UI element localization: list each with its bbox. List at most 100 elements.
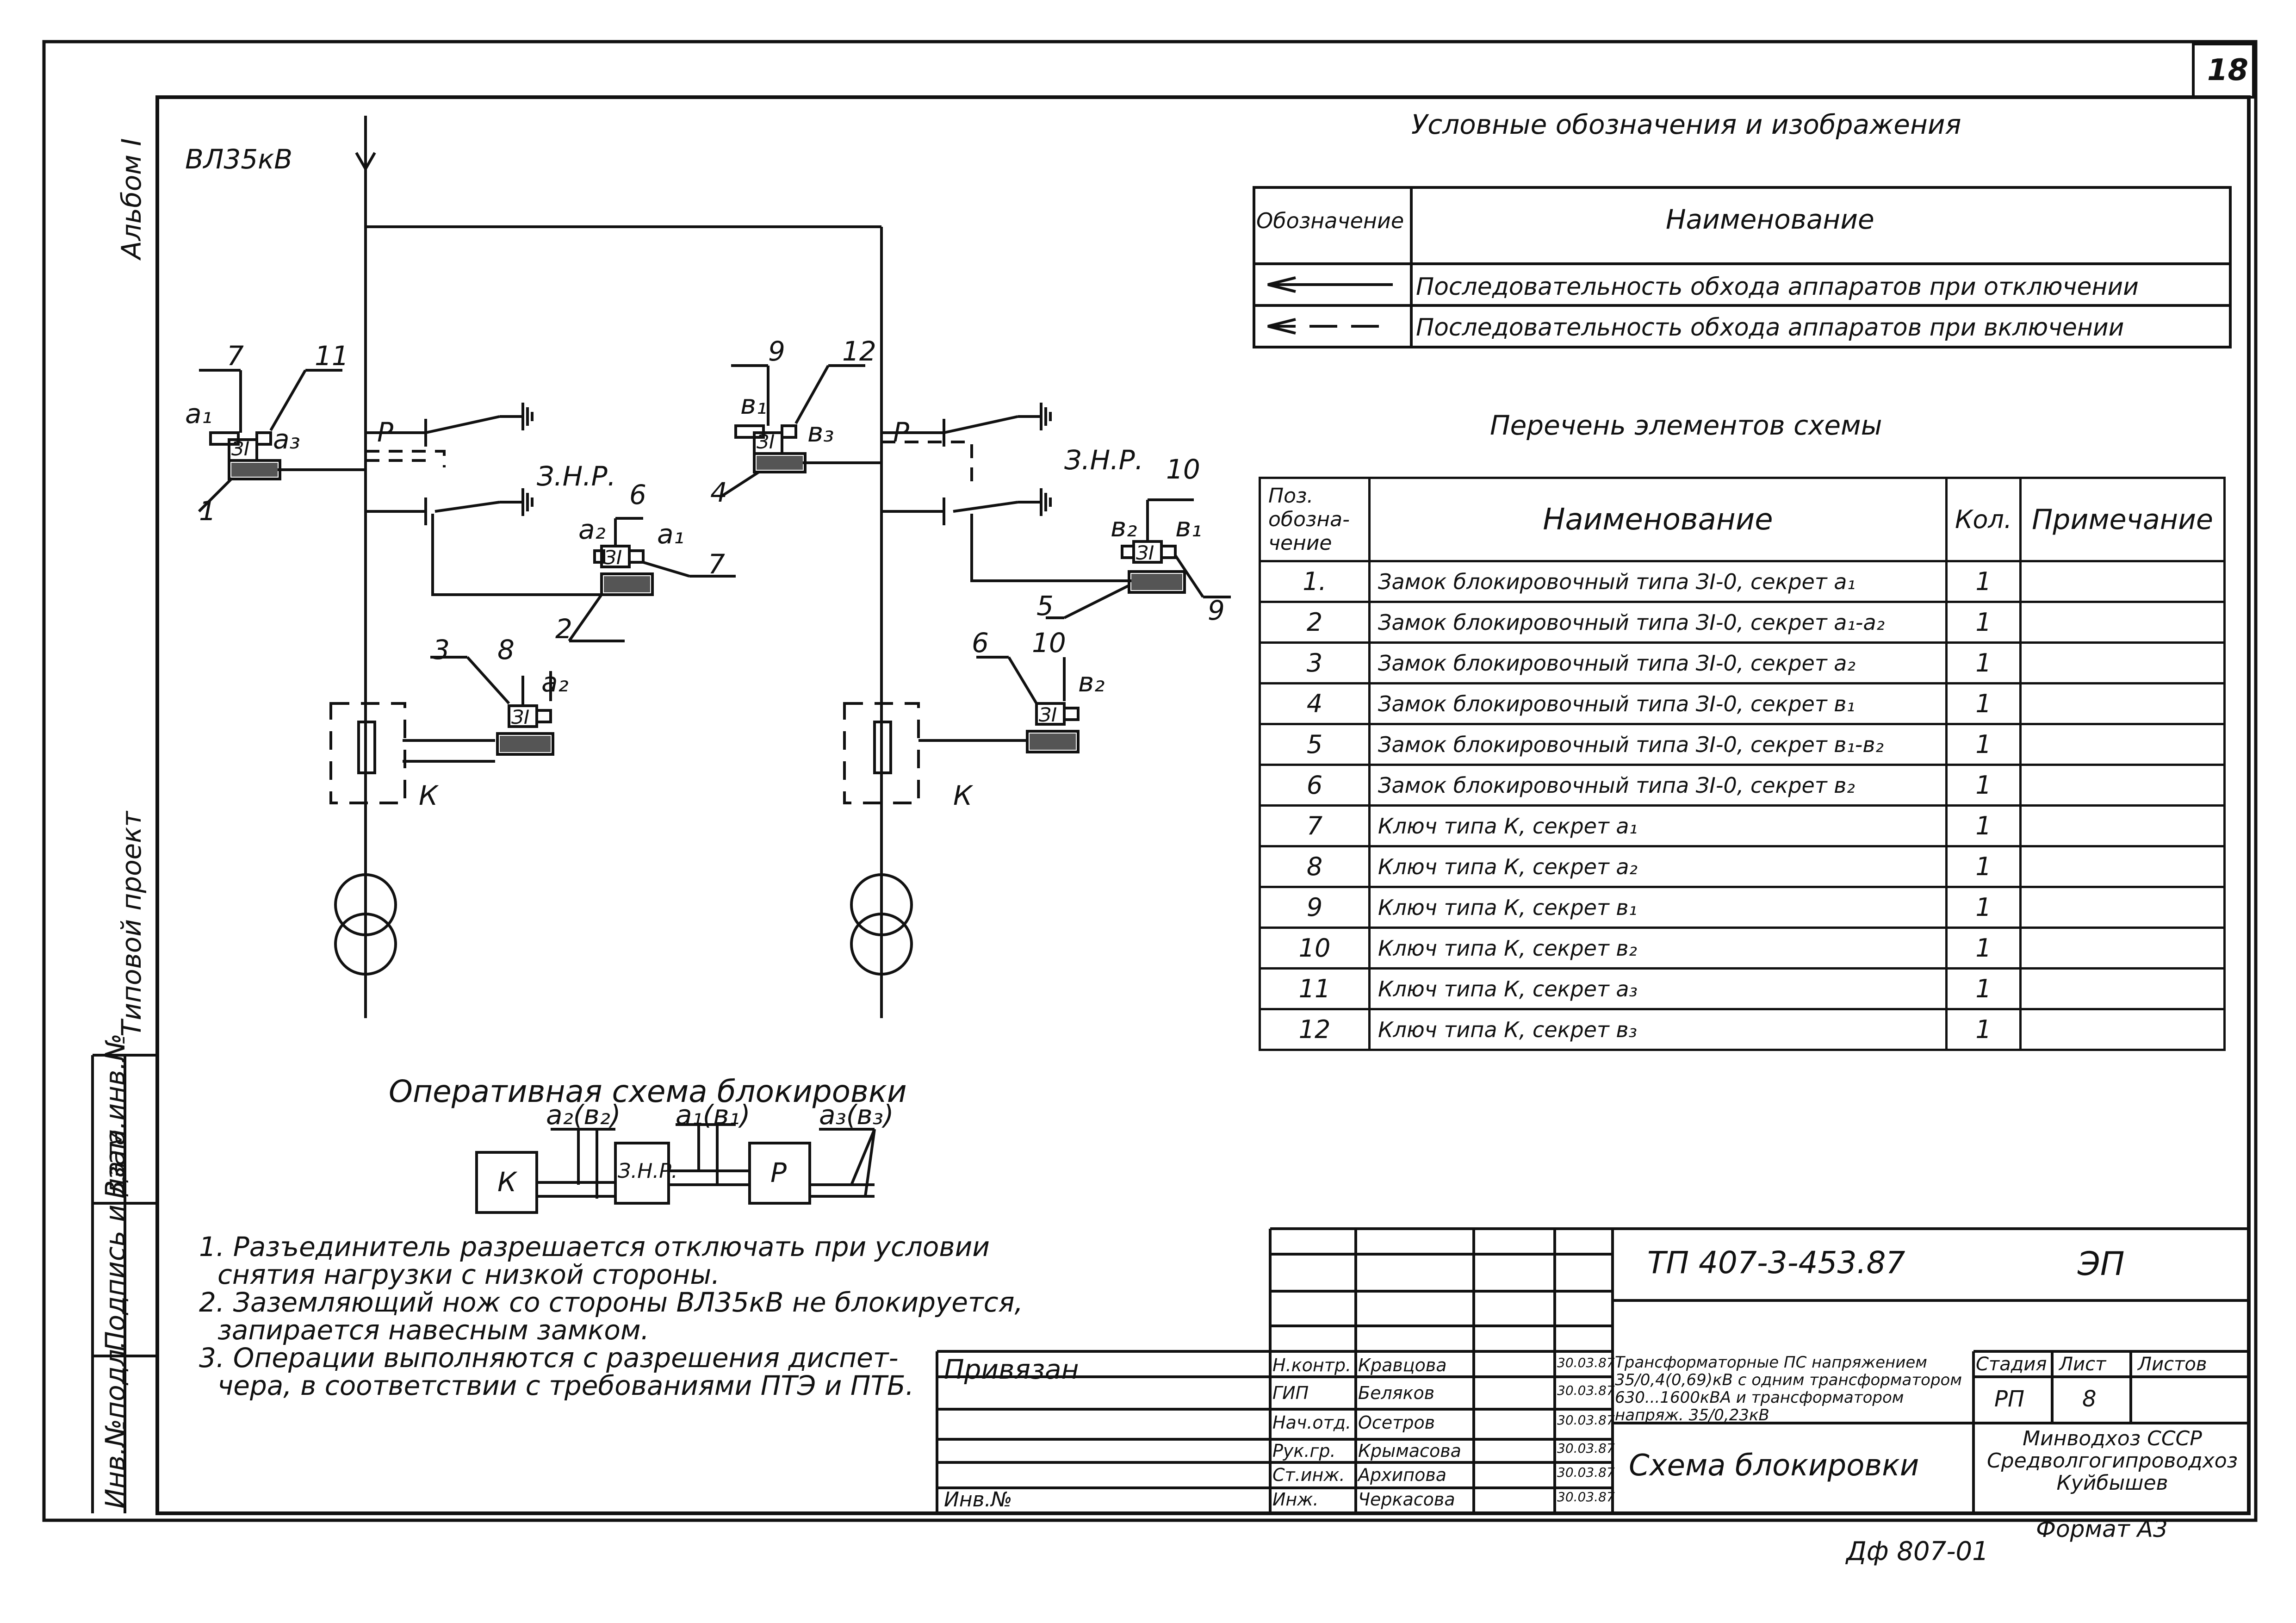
stage-header: Стадия — [1976, 1354, 2047, 1375]
cell-pos: 1. — [1259, 560, 1371, 603]
note-1b: снятия нагрузки с низкой стороны. — [217, 1259, 720, 1290]
doc-mark: ЭП — [2078, 1245, 2125, 1283]
operative-title: Оперативная схема блокировки — [389, 1074, 907, 1109]
right-callout-10b: 10 — [1032, 627, 1066, 659]
cell-pos: 11 — [1259, 967, 1371, 1010]
right-key-b1: в₁ — [740, 389, 767, 420]
right-key-b1-mid: в₁ — [1175, 511, 1202, 543]
cell-note — [2019, 723, 2226, 766]
left-key-a3: a₃ — [273, 423, 300, 455]
inner-frame — [155, 95, 2251, 1515]
cell-note — [2019, 845, 2226, 888]
left-callout-8: 8 — [497, 634, 515, 665]
line-label: ВЛ35кВ — [185, 143, 293, 175]
cell-note — [2019, 804, 2226, 847]
note-1a: 1. Разъединитель разрешается отключать п… — [199, 1231, 990, 1262]
cell-qty: 1 — [1945, 682, 2022, 725]
sheet-value: 8 — [2082, 1386, 2097, 1412]
cell-qty: 1 — [1945, 723, 2022, 766]
right-callout-9: 9 — [768, 336, 785, 367]
left-callout-7b: 7 — [708, 548, 725, 580]
cell-note — [2019, 927, 2226, 970]
operative-box-p: Р — [770, 1157, 787, 1188]
col-name: Наименование — [1368, 477, 1948, 562]
note-2b: запирается навесным замком. — [217, 1314, 650, 1346]
elements-title: Перечень элементов схемы — [1490, 410, 1882, 441]
inv-no-label: Инв.№ — [944, 1488, 1012, 1511]
left-callout-7: 7 — [227, 340, 244, 372]
right-callout-5: 5 — [1036, 590, 1054, 622]
org-name: Минводхоз СССР Средволгогипроводхоз Куйб… — [1986, 1427, 2238, 1495]
cell-name: Замок блокировочный типа ЗI-0, секрет a₁… — [1368, 601, 1948, 644]
left-cabinet-label: К — [419, 780, 438, 811]
stage-value: РП — [1994, 1386, 2025, 1412]
cell-qty: 1 — [1945, 1008, 2022, 1051]
cell-name: Ключ типа К, секрет в₁ — [1368, 886, 1948, 929]
signer-date: 30.03.87 — [1557, 1355, 1615, 1370]
left-key-a1-mid: a₁ — [657, 518, 684, 550]
sheet-number: 18 — [2207, 53, 2249, 87]
cell-name: Ключ типа К, секрет в₃ — [1368, 1008, 1948, 1051]
right-key-b2-mid: в₂ — [1111, 511, 1137, 543]
cell-note — [2019, 1008, 2226, 1051]
cell-note — [2019, 682, 2226, 725]
sheet-header: Лист — [2059, 1354, 2106, 1375]
signer-role: ГИП — [1272, 1383, 1309, 1403]
cell-name: Ключ типа К, секрет в₂ — [1368, 927, 1948, 970]
legend-col-symbol: Обозначение — [1256, 208, 1404, 233]
signer-name: Черкасова — [1358, 1489, 1455, 1510]
signer-date: 30.03.87 — [1557, 1412, 1615, 1428]
right-key-b3: в₃ — [807, 417, 834, 448]
right-callout-10: 10 — [1166, 454, 1200, 485]
signer-date: 30.03.87 — [1557, 1383, 1615, 1398]
left-key-a2-low: a₂ — [541, 666, 569, 698]
signer-date: 30.03.87 — [1557, 1441, 1615, 1456]
col-pos: Поз. обозна-чение — [1259, 477, 1371, 562]
signer-date: 30.03.87 — [1557, 1465, 1615, 1480]
cell-pos: 3 — [1259, 641, 1371, 684]
cell-name: Замок блокировочный типа ЗI-0, секрет a₂ — [1368, 641, 1948, 684]
privyazan-label: Привязан — [944, 1354, 1079, 1385]
elements-table: Поз. обозна-чение Наименование Кол. Прим… — [1259, 477, 2226, 1051]
lock-label-5: ЗI — [1136, 541, 1154, 564]
lock-label-1: ЗI — [231, 437, 250, 460]
cell-name: Замок блокировочный типа ЗI-0, секрет в₁ — [1368, 682, 1948, 725]
sheets-header: Листов — [2138, 1354, 2207, 1375]
doc-code: ТП 407-3-453.87 — [1647, 1245, 1905, 1281]
signer-name: Беляков — [1358, 1383, 1435, 1403]
cell-qty: 1 — [1945, 641, 2022, 684]
left-callout-11: 11 — [315, 340, 349, 372]
cell-pos: 7 — [1259, 804, 1371, 847]
cell-pos: 4 — [1259, 682, 1371, 725]
side-label-project: Типовой проект — [116, 811, 147, 1037]
note-3b: чера, в соответствии с требованиями ПТЭ … — [217, 1370, 914, 1401]
project-name: Трансформаторные ПС напряжением 35/0,4(0… — [1615, 1353, 1962, 1424]
lock-label-4: ЗI — [757, 430, 775, 453]
signer-role: Н.контр. — [1272, 1355, 1352, 1375]
signer-role: Рук.гр. — [1272, 1441, 1336, 1461]
left-earth-label: З.Н.Р. — [537, 460, 616, 492]
cell-name: Ключ типа К, секрет a₃ — [1368, 967, 1948, 1010]
stamp-code: Дф 807-01 — [1846, 1536, 1989, 1567]
cell-pos: 5 — [1259, 723, 1371, 766]
side-stamp-replace: Взам.инв.№ — [99, 1033, 131, 1199]
operative-label-3: a₃(в₃) — [819, 1099, 894, 1131]
signer-role: Ст.инж. — [1272, 1465, 1345, 1485]
sheet-number-box — [2192, 43, 2255, 99]
cell-qty: 1 — [1945, 886, 2022, 929]
right-earth-label: З.Н.Р. — [1064, 444, 1144, 476]
note-2a: 2. Заземляющий нож со стороны ВЛ35кВ не … — [199, 1287, 1023, 1318]
right-key-b2-low: в₂ — [1078, 666, 1105, 698]
cell-pos: 8 — [1259, 845, 1371, 888]
signer-role: Нач.отд. — [1272, 1412, 1352, 1433]
cell-note — [2019, 886, 2226, 929]
